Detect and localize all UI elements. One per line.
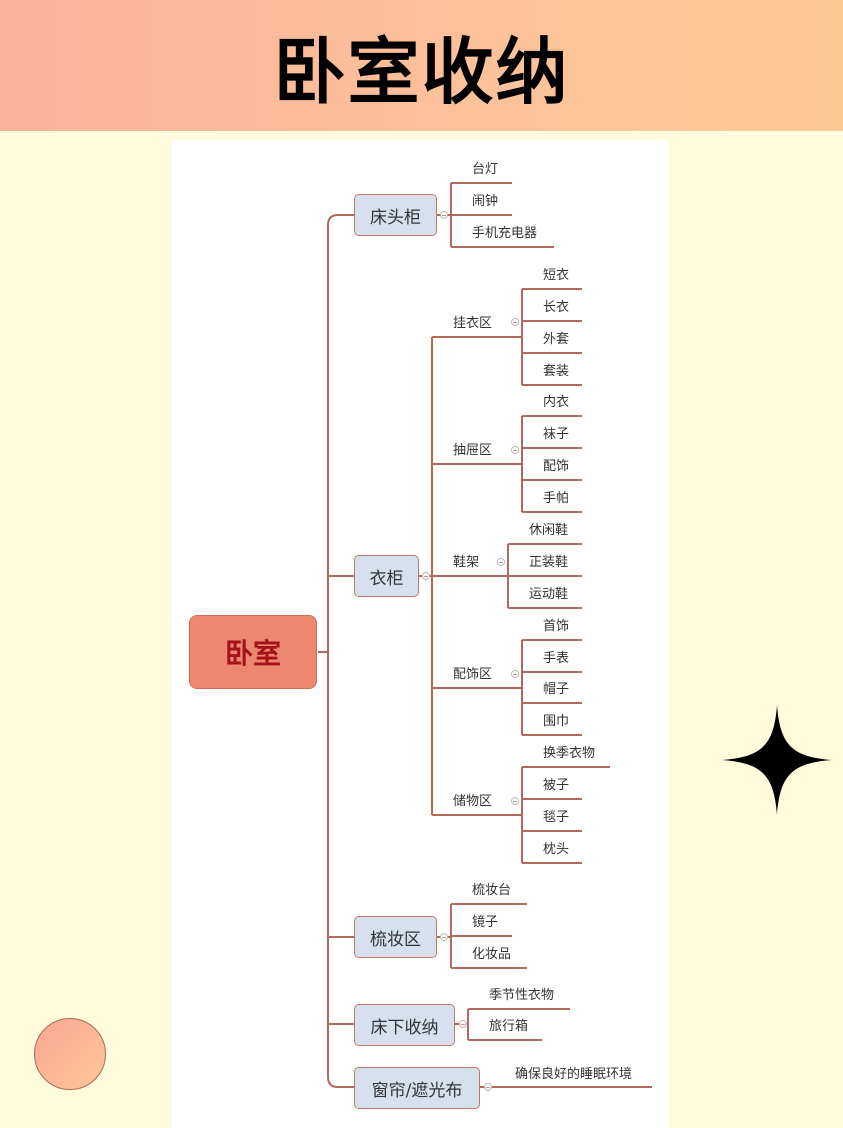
title-banner: 卧室收纳 [0,0,843,131]
branch-node-curtains[interactable]: 窗帘/遮光布 [354,1067,480,1109]
leaf-node[interactable]: 外套 [543,332,570,347]
group-node[interactable]: 挂衣区 [453,316,493,331]
leaf-node[interactable]: 手表 [543,651,570,666]
collapse-toggle-icon[interactable] [511,797,519,805]
leaf-node[interactable]: 手机充电器 [472,226,538,241]
collapse-toggle-icon[interactable] [511,670,519,678]
root-node[interactable]: 卧室 [189,615,317,689]
leaf-node[interactable]: 运动鞋 [529,587,569,602]
leaf-node[interactable]: 首饰 [543,619,570,634]
branch-node-under-bed-storage[interactable]: 床下收纳 [354,1004,455,1046]
page-title: 卧室收纳 [273,30,570,114]
leaf-node[interactable]: 内衣 [543,395,570,410]
group-node[interactable]: 抽屉区 [453,443,493,458]
leaf-node[interactable]: 季节性衣物 [489,988,555,1003]
leaf-node[interactable]: 镜子 [472,915,499,930]
leaf-node[interactable]: 台灯 [472,162,499,177]
leaf-node[interactable]: 枕头 [543,842,570,857]
collapse-toggle-icon[interactable] [459,1020,467,1028]
branch-node-bedside-table[interactable]: 床头柜 [354,194,437,236]
leaf-node[interactable]: 确保良好的睡眠环境 [515,1067,633,1082]
leaf-node[interactable]: 旅行箱 [489,1019,529,1034]
collapse-toggle-icon[interactable] [511,446,519,454]
leaf-node[interactable]: 帽子 [543,682,570,697]
leaf-node[interactable]: 袜子 [543,427,570,442]
leaf-node[interactable]: 配饰 [543,459,570,474]
decorative-circle [34,1018,106,1090]
leaf-node[interactable]: 手帕 [543,491,570,506]
group-node[interactable]: 配饰区 [453,667,493,682]
leaf-node[interactable]: 套装 [543,364,570,379]
leaf-node[interactable]: 闹钟 [472,194,499,209]
leaf-node[interactable]: 化妆品 [472,947,512,962]
branch-node-wardrobe[interactable]: 衣柜 [354,555,419,597]
collapse-toggle-icon[interactable] [484,1083,492,1091]
sparkle-star-icon [722,705,832,815]
collapse-toggle-icon[interactable] [440,211,448,219]
collapse-toggle-icon[interactable] [422,572,430,580]
leaf-node[interactable]: 梳妆台 [472,883,512,898]
collapse-toggle-icon[interactable] [511,318,519,326]
branch-node-vanity-area[interactable]: 梳妆区 [354,916,437,958]
leaf-node[interactable]: 长衣 [543,300,570,315]
group-node[interactable]: 鞋架 [453,555,480,570]
collapse-toggle-icon[interactable] [440,933,448,941]
leaf-node[interactable]: 围巾 [543,714,570,729]
leaf-node[interactable]: 正装鞋 [529,555,569,570]
leaf-node[interactable]: 毯子 [543,810,570,825]
group-node[interactable]: 储物区 [453,794,493,809]
leaf-node[interactable]: 被子 [543,778,570,793]
leaf-node[interactable]: 休闲鞋 [529,523,569,538]
leaf-node[interactable]: 换季衣物 [543,746,596,761]
collapse-toggle-icon[interactable] [497,558,505,566]
leaf-node[interactable]: 短衣 [543,268,570,283]
